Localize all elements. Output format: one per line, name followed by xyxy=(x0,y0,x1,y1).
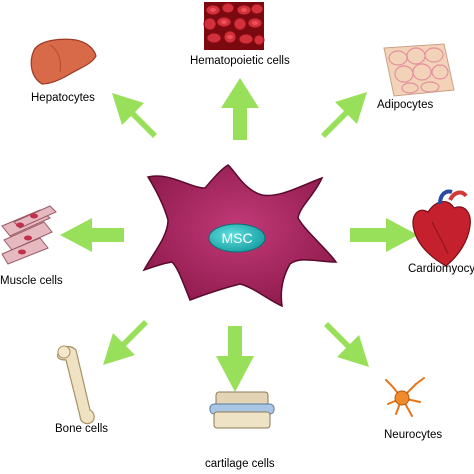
msc-cell: MSC xyxy=(142,164,338,308)
arrow-down-left xyxy=(103,320,148,365)
label-cardiomyocytes: Cardiomyocytes xyxy=(408,263,474,275)
label-bone-cells: Bone cells xyxy=(55,423,109,435)
arrow-up-left xyxy=(112,93,157,138)
label-hepatocytes: Hepatocytes xyxy=(31,92,95,104)
arrow-up xyxy=(221,78,259,140)
liver-image xyxy=(30,38,97,85)
label-neurocytes: Neurocytes xyxy=(384,429,443,441)
neuron-image xyxy=(385,377,425,417)
msc-nucleus xyxy=(208,223,266,253)
label-cartilage-cells: cartilage cells xyxy=(205,458,275,470)
bone-image xyxy=(56,345,95,425)
cartilage-image xyxy=(209,391,275,429)
arrow-down xyxy=(216,326,254,392)
muscle-cells-image xyxy=(1,205,57,265)
arrow-right xyxy=(350,218,418,252)
arrow-up-right xyxy=(321,92,367,138)
heart-image xyxy=(412,189,471,267)
msc-label: MSC xyxy=(221,230,252,246)
arrow-down-right xyxy=(324,322,369,367)
arrow-left xyxy=(60,218,124,252)
label-adipocytes: Adipocytes xyxy=(377,99,434,111)
adipocytes-image xyxy=(383,43,455,97)
hematopoietic-cells-image xyxy=(203,2,265,50)
label-muscle-cells: Muscle cells xyxy=(0,275,63,287)
label-hematopoietic-cells: Hematopoietic cells xyxy=(190,55,290,67)
arrows xyxy=(60,78,418,392)
